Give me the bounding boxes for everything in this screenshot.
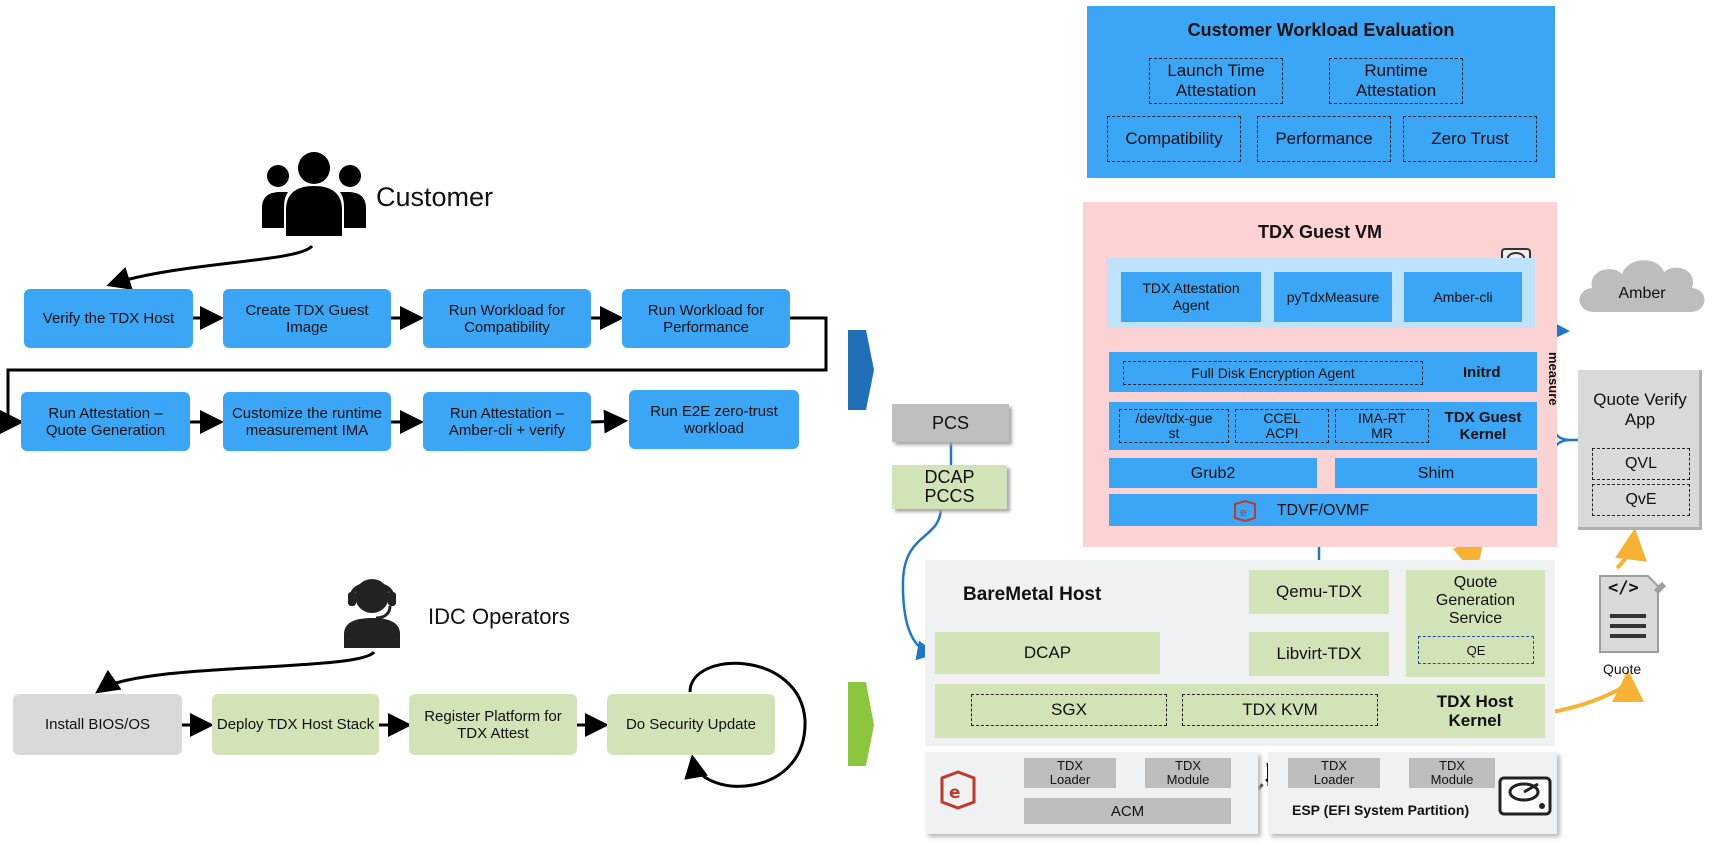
dcap-pccs-box: DCAP PCCS [892, 465, 1007, 509]
amber-cloud [1572, 250, 1712, 320]
grub2: Grub2 [1109, 458, 1317, 488]
step-performance[interactable]: Run Workload for Performance [622, 289, 790, 348]
efi-icon-small: e [1233, 499, 1257, 523]
tdx-loader-fw: TDX Loader [1024, 758, 1116, 788]
step-customize-ima[interactable]: Customize the runtime measurement IMA [223, 392, 391, 451]
baremetal-title: BareMetal Host [963, 584, 1102, 605]
eval-compatibility: Compatibility [1107, 116, 1241, 162]
firmware-panel: e TDX Loader TDX Module ACM [925, 752, 1258, 834]
svg-text:e: e [949, 783, 961, 803]
arrow-c7 [590, 409, 628, 434]
operator-headset-icon [342, 572, 402, 648]
amber-cli: Amber-cli [1404, 272, 1522, 322]
step-create-image[interactable]: Create TDX Guest Image [223, 289, 391, 348]
step-e2e-workload[interactable]: Run E2E zero-trust workload [629, 390, 799, 449]
sgx-box: SGX [971, 694, 1167, 726]
pcs-box: PCS [892, 404, 1009, 442]
step-quote-generation[interactable]: Run Attestation – Quote Generation [21, 392, 190, 451]
arrow-security-loop [684, 661, 807, 788]
customer-label: Customer [376, 182, 494, 212]
tdvf-ovmf: TDVF/OVMF [1109, 494, 1537, 526]
evaluation-title: Customer Workload Evaluation [1187, 20, 1455, 40]
measure-label: measure [1546, 352, 1561, 406]
guest-vm-title: TDX Guest VM [1257, 222, 1382, 242]
svg-text:e: e [1240, 506, 1247, 519]
arrow-c-wrap [0, 316, 828, 434]
customer-icon [262, 150, 366, 236]
workload-evaluation-panel: Customer Workload Evaluation Launch Time… [1087, 6, 1555, 178]
efi-icon: e [939, 770, 977, 810]
host-kernel-label: TDX Host Kernel [1436, 692, 1514, 730]
eval-runtime-attestation: Runtime Attestation [1329, 58, 1463, 104]
ima-rtmr: IMA-RTMR [1335, 409, 1429, 443]
pccs-dcap-arrow [901, 507, 943, 661]
baremetal-host-panel: BareMetal Host DCAP Qemu-TDX Libvirt-TDX… [925, 560, 1555, 746]
initrd-band [1109, 352, 1537, 392]
quote-verify-app-title: Quote Verify App [1593, 390, 1687, 429]
initrd-label: Initrd [1463, 364, 1501, 381]
eval-zero-trust: Zero Trust [1403, 116, 1537, 162]
host-kernel-band: SGX TDX KVM TDX Host Kernel [935, 684, 1545, 738]
hard-disk-icon [1498, 772, 1552, 818]
esp-panel: TDX Loader TDX Module ESP (EFI System Pa… [1268, 752, 1557, 834]
tdx-loader-esp: TDX Loader [1288, 758, 1380, 788]
ccel-acpi: CCEL ACPI [1235, 409, 1329, 443]
full-disk-encryption-agent: Full Disk Encryption Agent [1123, 361, 1423, 385]
quote-label: Quote [1603, 661, 1642, 677]
tdx-guest-vm-panel: TDX Guest VM TDX Attestation Agent pyTdx… [1083, 202, 1557, 547]
step-verify-host[interactable]: Verify the TDX Host [24, 289, 193, 348]
orange-quote-app [1615, 528, 1647, 570]
step-deploy-host-stack[interactable]: Deploy TDX Host Stack [212, 694, 379, 755]
dev-tdx-guest: /dev/tdx-guest [1119, 409, 1229, 443]
host-dcap: DCAP [935, 632, 1160, 674]
qemu-tdx: Qemu-TDX [1249, 570, 1389, 614]
step-install-bios[interactable]: Install BIOS/OS [13, 694, 182, 755]
tdx-kvm-box: TDX KVM [1182, 694, 1378, 726]
blue-chevron [848, 330, 874, 410]
eval-launch-attestation: Launch Time Attestation [1149, 58, 1283, 104]
esp-label: ESP (EFI System Partition) [1292, 802, 1470, 818]
shim: Shim [1335, 458, 1537, 488]
step-compatibility[interactable]: Run Workload for Compatibility [423, 289, 591, 348]
operators-label: IDC Operators [428, 604, 570, 629]
arrow-op-start [95, 650, 376, 694]
green-chevron [848, 682, 874, 766]
quote-verify-app: Quote Verify App QVL QvE [1578, 370, 1702, 530]
tdx-module-esp: TDX Module [1409, 758, 1495, 788]
tdx-module-fw: TDX Module [1145, 758, 1231, 788]
guest-kernel-label: TDX Guest Kernel [1444, 409, 1522, 443]
step-register-platform[interactable]: Register Platform for TDX Attest [409, 694, 577, 755]
qgs-label: Quote Generation Service [1435, 574, 1516, 627]
libvirt-tdx: Libvirt-TDX [1249, 632, 1389, 676]
qe-box: QE [1418, 636, 1534, 664]
quote-code-glyph: </> [1608, 578, 1639, 598]
step-security-update[interactable]: Do Security Update [607, 694, 775, 755]
step-amber-verify[interactable]: Run Attestation – Amber-cli + verify [423, 392, 591, 451]
tdx-attestation-agent: TDX Attestation Agent [1121, 272, 1261, 322]
acm-box: ACM [1024, 798, 1231, 824]
eval-performance: Performance [1257, 116, 1391, 162]
quote-document-icon [1592, 572, 1668, 658]
pytdxmeasure: pyTdxMeasure [1274, 272, 1392, 322]
qve-box: QvE [1592, 484, 1690, 516]
qgs-box: Quote Generation Service QE [1406, 570, 1545, 677]
qvl-box: QVL [1592, 448, 1690, 480]
arrow-customer-start [106, 244, 314, 290]
amber-label: Amber [1618, 285, 1666, 302]
